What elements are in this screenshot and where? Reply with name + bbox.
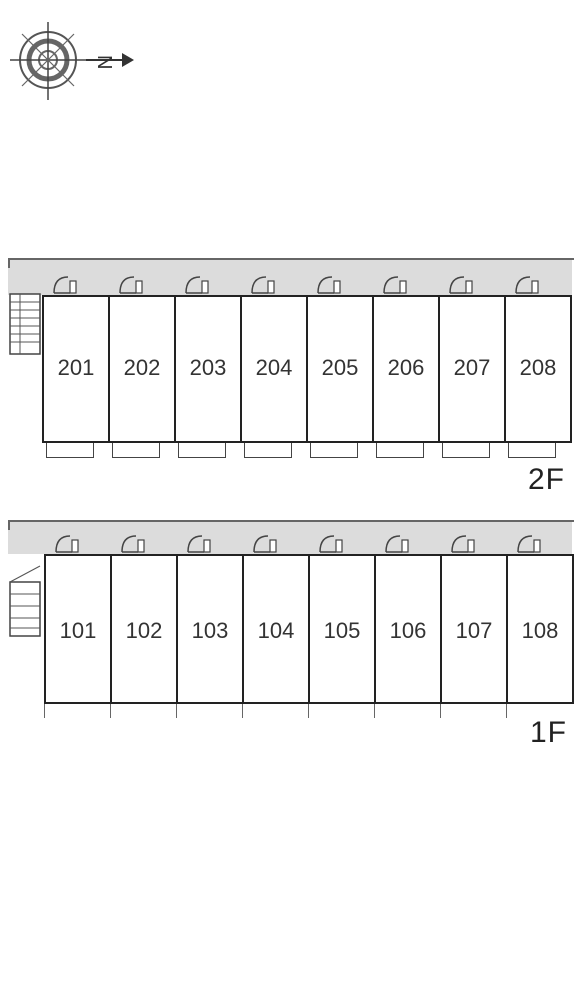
unit-201: 201	[42, 295, 110, 443]
floor-2f: 201 202 203 204 205 206 207 208 2F	[0, 258, 582, 498]
corridor-1f	[8, 520, 572, 554]
corridor-outline	[8, 520, 574, 530]
door-icon	[385, 535, 409, 553]
corridor-2f	[8, 258, 572, 295]
door-icon	[119, 276, 143, 294]
unit-103: 103	[176, 554, 244, 704]
door-icon	[251, 276, 275, 294]
unit-number: 105	[323, 618, 361, 643]
door-icon	[53, 276, 77, 294]
unit-number: 203	[189, 355, 227, 380]
unit-number: 101	[59, 618, 97, 643]
balcony	[44, 704, 46, 718]
unit-107: 107	[440, 554, 508, 704]
door-icon	[55, 535, 79, 553]
floor-label-2f: 2F	[528, 463, 566, 496]
door-icon	[253, 535, 277, 553]
unit-number: 108	[521, 618, 559, 643]
unit-205: 205	[306, 295, 374, 443]
door-icon	[517, 535, 541, 553]
unit-number: 204	[255, 355, 293, 380]
balcony	[112, 443, 160, 458]
unit-106: 106	[374, 554, 442, 704]
unit-202: 202	[108, 295, 176, 443]
unit-102: 102	[110, 554, 178, 704]
compass-icon: N	[10, 22, 134, 100]
unit-number: 103	[191, 618, 229, 643]
balcony	[178, 443, 226, 458]
door-icon	[515, 276, 539, 294]
unit-207: 207	[438, 295, 506, 443]
unit-number: 106	[389, 618, 427, 643]
door-icon	[185, 276, 209, 294]
door-icon	[121, 535, 145, 553]
unit-number: 104	[257, 618, 295, 643]
unit-104: 104	[242, 554, 310, 704]
balcony	[242, 704, 244, 718]
balcony	[308, 704, 310, 718]
floor-1f: 101 102 103 104 105 106 107 108 1F	[0, 520, 582, 760]
compass-north-letter: N	[93, 55, 115, 69]
unit-105: 105	[308, 554, 376, 704]
unit-number: 107	[455, 618, 493, 643]
unit-number: 102	[125, 618, 163, 643]
stairs-1f	[9, 565, 41, 637]
door-icon	[187, 535, 211, 553]
door-icon	[449, 276, 473, 294]
unit-number: 202	[123, 355, 161, 380]
balcony	[376, 443, 424, 458]
balcony	[374, 704, 376, 718]
unit-number: 207	[453, 355, 491, 380]
balcony	[440, 704, 442, 718]
balcony	[506, 704, 508, 718]
stairs-2f	[9, 293, 41, 355]
unit-number: 205	[321, 355, 359, 380]
balcony	[176, 704, 178, 718]
balcony	[110, 704, 112, 718]
door-icon	[317, 276, 341, 294]
unit-number: 201	[57, 355, 95, 380]
unit-108: 108	[506, 554, 574, 704]
unit-204: 204	[240, 295, 308, 443]
balcony	[508, 443, 556, 458]
unit-101: 101	[44, 554, 112, 704]
unit-number: 206	[387, 355, 425, 380]
balcony	[442, 443, 490, 458]
door-icon	[451, 535, 475, 553]
unit-206: 206	[372, 295, 440, 443]
balcony	[310, 443, 358, 458]
door-icon	[383, 276, 407, 294]
balcony	[244, 443, 292, 458]
unit-203: 203	[174, 295, 242, 443]
floor-label-1f: 1F	[530, 716, 568, 749]
unit-208: 208	[504, 295, 572, 443]
corridor-outline	[8, 258, 574, 268]
door-icon	[319, 535, 343, 553]
unit-number: 208	[519, 355, 557, 380]
balcony	[46, 443, 94, 458]
